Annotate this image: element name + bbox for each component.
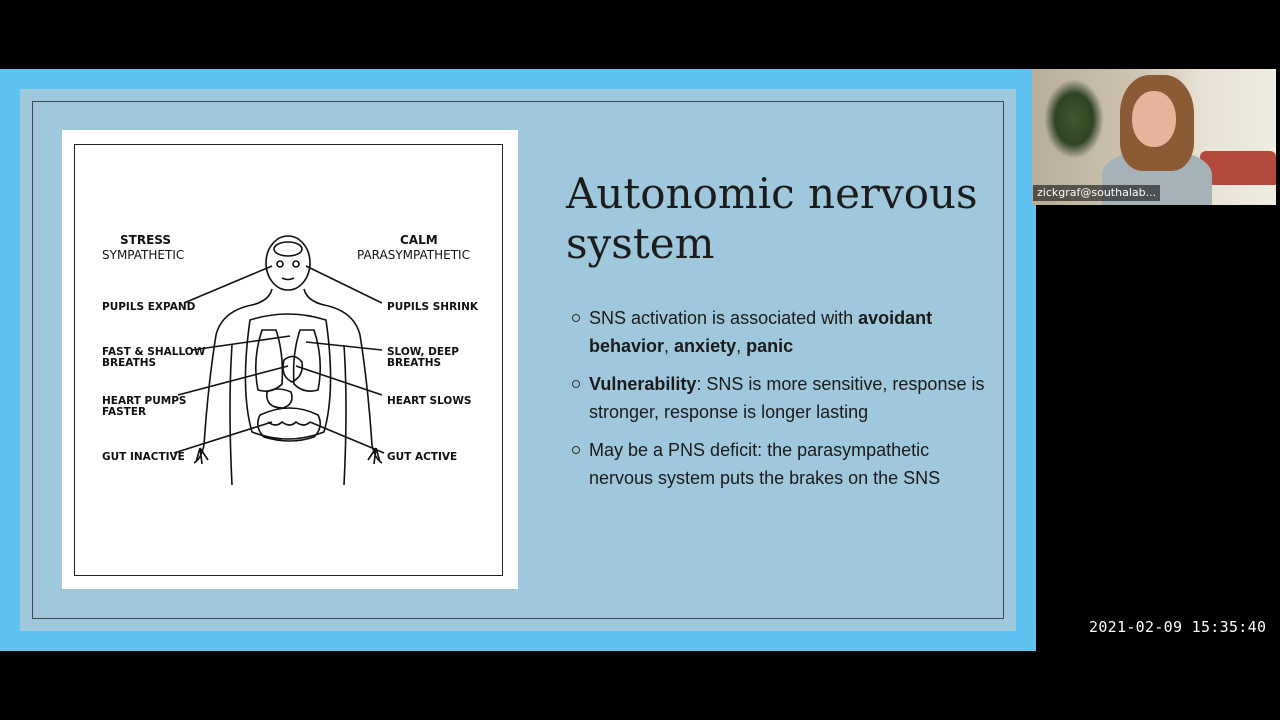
bullet-run: ,	[736, 336, 747, 356]
diagram-border	[74, 144, 503, 576]
bullet-emphasis: avoidant behavior	[589, 308, 933, 356]
bullet-circle-icon	[572, 446, 580, 454]
right-label-gut: GUT ACTIVE	[387, 451, 458, 463]
bullet-run: : SNS is more sensitive, response is str…	[589, 374, 985, 422]
bullet-text: May be a PNS deficit: the parasympatheti…	[589, 440, 940, 488]
bullet-item: SNS activation is associated with avoida…	[572, 304, 997, 360]
plant-shape	[1044, 79, 1104, 159]
sofa-shape	[1200, 151, 1276, 185]
presentation-slide: STRESS SYMPATHETIC CALM PARASYMPATHETIC …	[0, 69, 1036, 651]
bullet-circle-icon	[572, 380, 580, 388]
slide-body: STRESS SYMPATHETIC CALM PARASYMPATHETIC …	[20, 89, 1016, 631]
bullet-circle-icon	[572, 314, 580, 322]
left-label-gut: GUT INACTIVE	[102, 451, 185, 463]
slide-title: Autonomic nervous system	[566, 169, 978, 268]
bullet-emphasis: anxiety	[674, 336, 737, 356]
nervous-system-diagram: STRESS SYMPATHETIC CALM PARASYMPATHETIC …	[62, 130, 518, 589]
bullet-item: May be a PNS deficit: the parasympatheti…	[572, 436, 997, 492]
person-face	[1132, 91, 1176, 147]
stress-heading: STRESS	[120, 233, 172, 247]
bullet-emphasis: panic	[746, 336, 794, 356]
slide-frame	[32, 101, 1004, 619]
left-label-heart: HEART PUMPS FASTER	[102, 395, 187, 418]
calm-heading: CALM	[400, 233, 438, 247]
bullet-run: ,	[664, 336, 675, 356]
bullet-emphasis: Vulnerability	[589, 374, 697, 394]
bullet-run: May be a PNS deficit: the parasympatheti…	[589, 440, 941, 488]
parasympathetic-label: PARASYMPATHETIC	[357, 248, 470, 262]
bullet-text: Vulnerability: SNS is more sensitive, re…	[589, 374, 984, 422]
bullet-text: SNS activation is associated with avoida…	[589, 308, 932, 356]
left-label-breaths: FAST & SHALLOW BREATHS	[102, 346, 206, 369]
bullet-run: SNS activation is associated with	[589, 308, 859, 328]
participant-name-label: zickgraf@southalab...	[1033, 185, 1161, 201]
recording-timestamp: 2021-02-09 15:35:40	[1089, 618, 1267, 636]
sympathetic-label: SYMPATHETIC	[102, 248, 185, 262]
left-label-pupils: PUPILS EXPAND	[102, 301, 196, 313]
participant-video[interactable]: zickgraf@southalab...	[1032, 69, 1276, 205]
body-illustration	[173, 235, 385, 486]
bullet-item: Vulnerability: SNS is more sensitive, re…	[572, 370, 997, 426]
bullet-list: SNS activation is associated with avoida…	[572, 304, 997, 502]
right-label-pupils: PUPILS SHRINK	[387, 301, 478, 313]
right-label-breaths: SLOW, DEEP BREATHS	[387, 346, 459, 369]
right-label-heart: HEART SLOWS	[387, 395, 472, 407]
